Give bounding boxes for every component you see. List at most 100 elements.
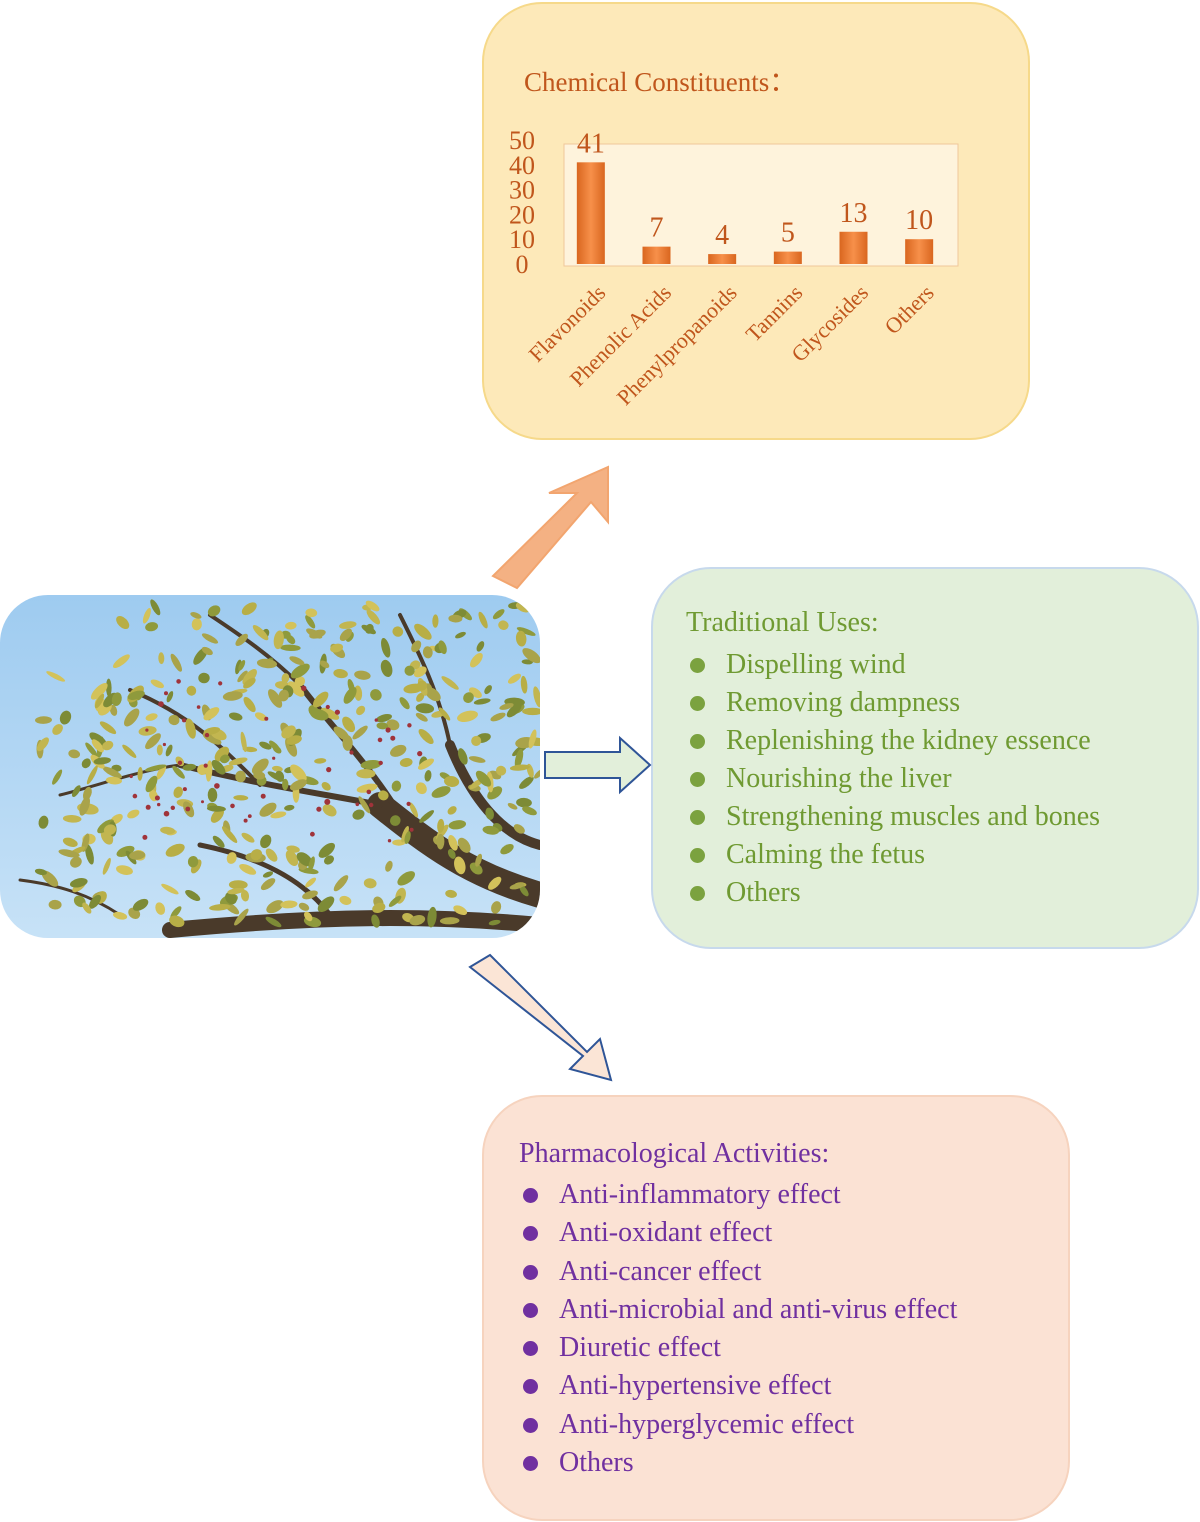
- leaf-shape: [422, 646, 433, 659]
- leaf-shape: [463, 692, 474, 703]
- leaf-shape: [378, 790, 389, 801]
- leaf-shape: [86, 765, 98, 785]
- leaf-shape: [506, 703, 522, 718]
- bullet-icon: [523, 1188, 538, 1203]
- berry-shape: [163, 810, 170, 817]
- leaf-shape: [102, 740, 114, 751]
- y-tick-label: 40: [509, 151, 535, 180]
- list-item: Dispelling wind: [688, 646, 1100, 684]
- leaf-shape: [509, 882, 525, 890]
- berry-shape: [385, 727, 391, 733]
- arrow-to-chemical-constituents: [491, 465, 609, 590]
- list-item-label: Anti-microbial and anti-virus effect: [559, 1293, 958, 1325]
- leaf-shape: [233, 795, 249, 801]
- x-tick-label: Others: [880, 280, 939, 339]
- leaf-shape: [259, 802, 277, 817]
- berry-shape: [203, 763, 208, 768]
- bar: [839, 231, 868, 264]
- leaf-shape: [105, 776, 122, 785]
- leaf-shape: [363, 878, 377, 889]
- berry-shape: [157, 802, 161, 807]
- berry-shape: [154, 795, 160, 801]
- list-item: Anti-inflammatory effect: [521, 1176, 957, 1214]
- berry-shape: [177, 760, 183, 765]
- list-item-label: Anti-hyperglycemic effect: [559, 1408, 855, 1440]
- leaf-shape: [457, 748, 468, 765]
- list-item: Anti-hyperglycemic effect: [521, 1406, 957, 1444]
- leaf-shape: [376, 722, 389, 730]
- leaf-shape: [85, 844, 94, 865]
- berry-shape: [162, 742, 166, 747]
- bullet-icon: [690, 848, 705, 863]
- leaf-shape: [235, 770, 246, 783]
- list-item-label: Dispelling wind: [726, 649, 906, 680]
- leaf-shape: [302, 890, 318, 900]
- leaf-shape: [455, 631, 466, 639]
- leaf-shape: [352, 725, 368, 740]
- bullet-icon: [523, 1456, 538, 1472]
- leaf-shape: [102, 766, 122, 779]
- leaf-shape: [161, 883, 179, 895]
- leaf-shape: [260, 878, 276, 891]
- berry-shape: [170, 805, 175, 810]
- leaf-shape: [62, 837, 78, 847]
- berry-shape: [264, 716, 269, 721]
- leaf-shape: [206, 805, 226, 812]
- data-label: 4: [715, 220, 729, 251]
- leaf-shape: [470, 652, 483, 668]
- leaf-shape: [409, 915, 426, 926]
- leaf-shape: [240, 731, 247, 753]
- leaf-shape: [380, 659, 393, 677]
- leaf-shape: [238, 660, 246, 671]
- leaf-shape: [533, 686, 540, 708]
- traditional-uses-panel: [651, 567, 1199, 949]
- list-item-label: Anti-hypertensive effect: [559, 1370, 832, 1402]
- berry-shape: [176, 679, 181, 684]
- leaf-shape: [281, 725, 296, 739]
- leaf-shape: [129, 850, 146, 860]
- leaf-shape: [475, 853, 483, 867]
- leaf-shape: [145, 713, 158, 721]
- leaf-shape: [237, 670, 248, 683]
- leaf-shape: [416, 692, 425, 702]
- leaf-shape: [290, 764, 307, 782]
- berry-shape: [369, 802, 374, 808]
- leaf-shape: [436, 833, 445, 850]
- leaf-shape: [534, 769, 540, 779]
- y-tick-label: 20: [509, 200, 535, 229]
- leaf-shape: [268, 689, 283, 708]
- leaf-shape: [372, 902, 386, 914]
- leaf-shape: [289, 656, 305, 666]
- y-tick-label: 50: [509, 126, 535, 155]
- leaf-shape: [305, 877, 317, 888]
- leaf-shape: [68, 749, 81, 759]
- arrow-to-pharmacological-activities: [468, 953, 613, 1082]
- leaf-shape: [220, 754, 230, 764]
- list-item-label: Anti-cancer effect: [559, 1255, 762, 1287]
- leaf-shape: [137, 767, 143, 781]
- bullet-icon: [523, 1379, 538, 1395]
- berry-shape: [182, 787, 187, 792]
- leaf-shape: [285, 621, 297, 630]
- leaf-shape: [240, 889, 250, 902]
- berry-shape: [196, 705, 201, 709]
- data-label: 10: [905, 205, 933, 236]
- list-item: Others: [688, 874, 1100, 912]
- chart-plot-background: [563, 143, 959, 267]
- leaf-shape: [499, 703, 514, 710]
- leaf-shape: [322, 804, 337, 817]
- list-item: Anti-oxidant effect: [521, 1214, 957, 1252]
- leaf-shape: [182, 763, 197, 771]
- leaf-shape: [333, 669, 348, 679]
- leaf-shape: [356, 705, 366, 716]
- leaf-shape: [310, 708, 329, 721]
- leaf-shape: [485, 807, 495, 820]
- leaf-shape: [265, 848, 278, 862]
- list-item: Replenishing the kidney essence: [688, 722, 1100, 760]
- bullet-icon: [690, 696, 705, 711]
- leaf-shape: [427, 906, 437, 928]
- bullet-icon: [523, 1226, 538, 1242]
- chemical-constituents-title: Chemical Constituents：: [524, 67, 797, 97]
- leaf-shape: [262, 871, 274, 878]
- list-item: Anti-hypertensive effect: [521, 1367, 957, 1405]
